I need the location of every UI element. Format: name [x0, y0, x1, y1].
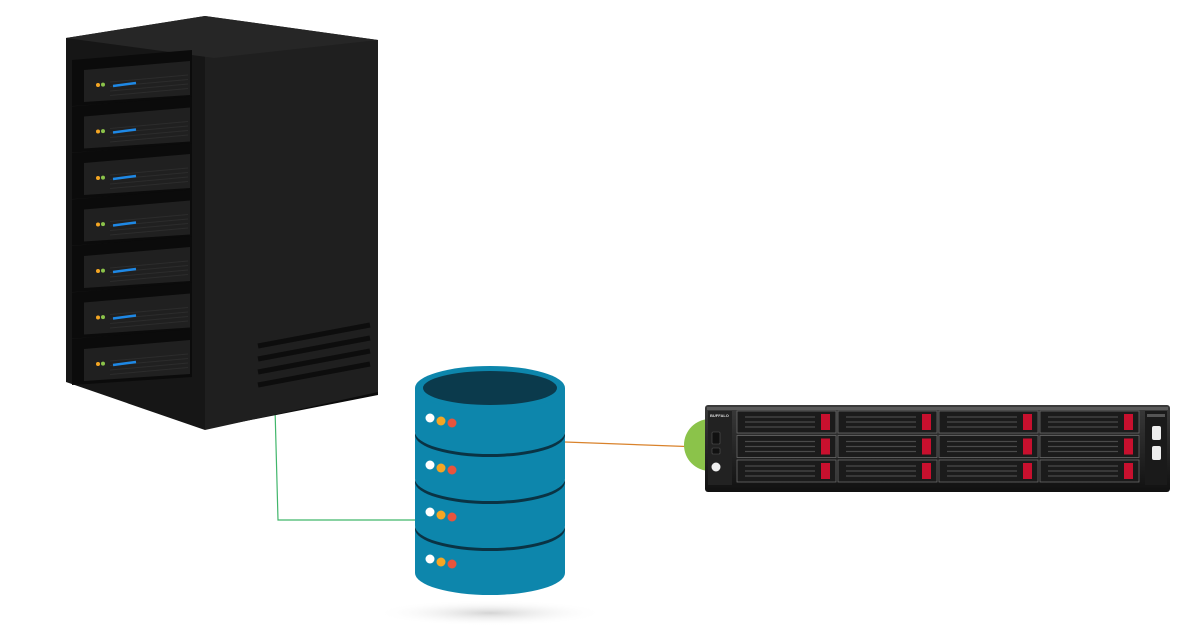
disk-led-icon	[425, 413, 435, 423]
bay-led-icon	[96, 83, 100, 87]
server-rack-icon	[66, 16, 378, 430]
tower-vents	[257, 322, 371, 388]
tower-bay	[72, 50, 192, 106]
bay-led-icon	[101, 268, 105, 273]
bay-led-icon	[96, 362, 100, 366]
disk-led-icon	[436, 510, 446, 520]
drive-latch	[1023, 463, 1032, 479]
disk-led-icon	[425, 460, 435, 470]
disk-led-icon	[436, 463, 446, 473]
drive-latch	[1023, 438, 1032, 455]
bay-indicator-bar	[112, 314, 137, 320]
nas-drive-bay	[938, 410, 1039, 434]
drive-latch	[1124, 463, 1133, 479]
nas-right-panel	[1145, 411, 1167, 485]
database-shadow	[375, 600, 605, 626]
bay-led-icon	[101, 82, 105, 87]
bay-indicator-bar	[112, 221, 137, 227]
disk-led-icon	[425, 554, 435, 564]
bay-led-icon	[96, 129, 100, 134]
database-disks	[415, 366, 565, 595]
drive-latch	[1023, 414, 1032, 430]
bay-led-icon	[101, 361, 105, 366]
bay-led-icon	[101, 129, 105, 134]
bay-led-icon	[101, 315, 105, 320]
tower-bay	[72, 236, 192, 292]
drive-latch	[821, 414, 830, 430]
bay-indicator-bar	[112, 128, 137, 134]
drive-latch	[922, 414, 931, 430]
nas-drive-bay	[837, 459, 938, 483]
nas-drive-bay	[1039, 410, 1140, 434]
nas-drive-bay	[938, 435, 1039, 458]
tower-bay	[72, 189, 192, 246]
nas-control-panel: BUFFALO	[708, 411, 732, 485]
bay-led-icon	[101, 175, 105, 180]
drive-latch	[821, 438, 830, 455]
tower-bay	[72, 329, 192, 385]
connection-tower-to-database	[274, 407, 420, 521]
nas-drive-bay	[938, 459, 1039, 483]
disk-led-icon	[425, 507, 435, 517]
drive-latch	[821, 463, 830, 479]
disk-led-icon	[447, 512, 457, 522]
disk-led-icon	[436, 557, 446, 567]
bay-led-icon	[96, 222, 100, 227]
database-icon	[375, 366, 605, 626]
disk-led-icon	[447, 465, 457, 475]
bay-led-icon	[101, 222, 105, 227]
bay-led-icon	[96, 269, 100, 273]
tower-side-panel	[205, 16, 378, 430]
disk-led-icon	[436, 416, 446, 426]
bay-led-icon	[96, 176, 100, 180]
tower-bay	[72, 282, 192, 339]
nas-drive-bay	[837, 435, 938, 458]
nas-drive-bay	[1039, 459, 1140, 483]
connection-lines	[274, 407, 701, 521]
bay-indicator-bar	[112, 81, 137, 88]
nas-storage-icon: BUFFALO	[684, 405, 1170, 492]
drive-latch	[1124, 438, 1133, 455]
drive-latch	[922, 463, 931, 479]
nas-brand-label: BUFFALO	[710, 413, 729, 418]
nas-drive-bay	[736, 410, 837, 434]
tower-bays	[72, 50, 192, 385]
drive-latch	[922, 438, 931, 455]
database-disk	[415, 366, 565, 454]
connection-database-to-nas	[564, 441, 701, 448]
tower-bay	[72, 96, 192, 153]
database-top	[423, 371, 557, 405]
nas-drive-bay	[837, 410, 938, 434]
tower-bay	[72, 143, 192, 199]
disk-led-icon	[447, 418, 457, 428]
disk-led-icon	[447, 559, 457, 569]
nas-drive-bay	[736, 459, 837, 483]
nas-drive-bay	[1039, 435, 1140, 458]
bay-led-icon	[96, 315, 100, 320]
drive-latch	[1124, 414, 1133, 430]
bay-indicator-bar	[112, 360, 137, 367]
bay-indicator-bar	[112, 267, 137, 274]
bay-indicator-bar	[112, 174, 137, 181]
nas-drive-bay	[736, 435, 837, 458]
nas-drive-bays	[736, 410, 1140, 483]
